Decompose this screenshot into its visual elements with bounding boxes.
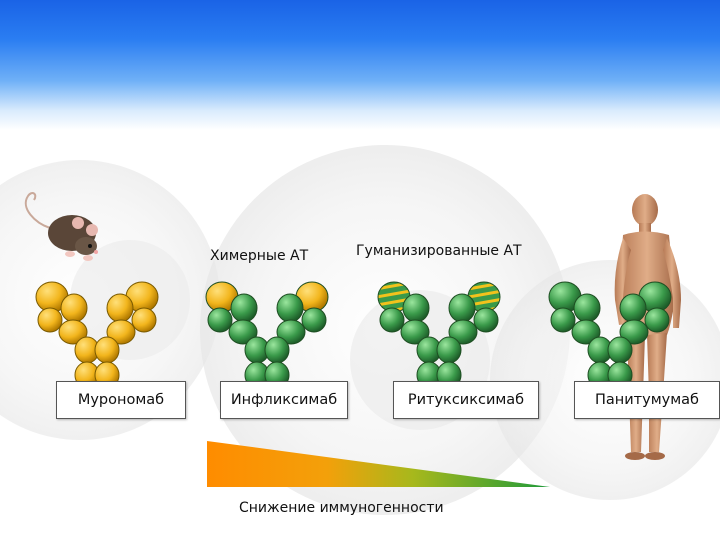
- antibody-chimeric-diagram: [205, 281, 329, 385]
- antibody-name-chimeric: Инфликсимаб: [220, 381, 348, 419]
- immunogenicity-gradient-wedge: [207, 441, 550, 487]
- antibody-murine-diagram: [35, 281, 159, 385]
- mouse-icon: [24, 192, 98, 261]
- humanized-caption: Гуманизированные АТ: [356, 243, 522, 259]
- antibody-humanized-diagram: [377, 281, 501, 385]
- immunogenicity-caption: Снижение иммуногенности: [239, 500, 444, 516]
- antibody-human-diagram: [548, 281, 672, 385]
- chimeric-caption: Химерные АТ: [210, 248, 309, 264]
- antibody-name-murine: Мурономаб: [56, 381, 186, 419]
- header-banner: [0, 0, 720, 130]
- antibody-name-humanized: Ритуксиксимаб: [393, 381, 539, 419]
- antibody-name-human: Панитумумаб: [574, 381, 720, 419]
